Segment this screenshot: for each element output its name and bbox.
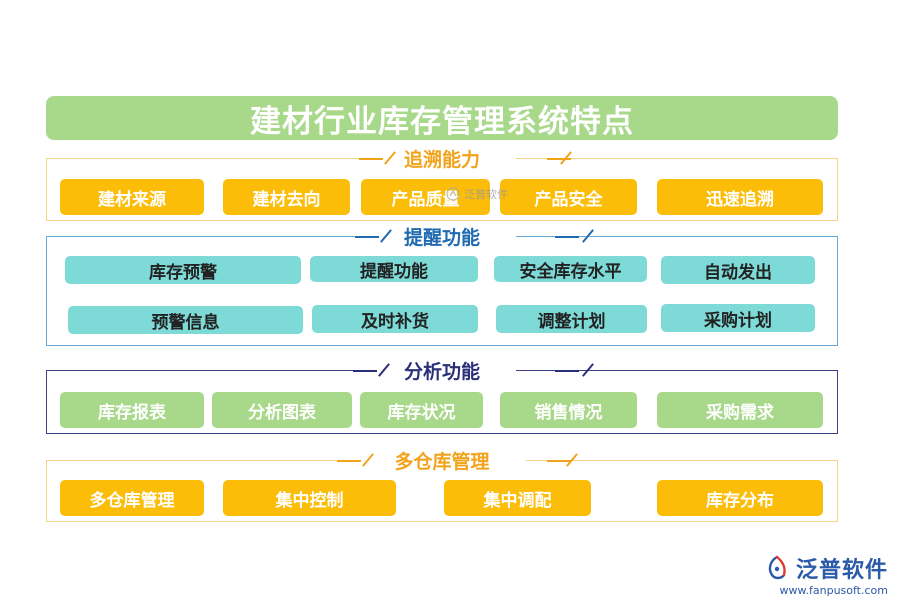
section-title: 追溯能力 — [367, 144, 516, 172]
section-title-row: 提醒功能 — [47, 222, 837, 250]
item-inventory-status: 库存状况 — [360, 392, 483, 428]
item-centralized-allocation: 集中调配 — [444, 480, 591, 516]
item-centralized-control: 集中控制 — [223, 480, 396, 516]
item-purchase-demand: 采购需求 — [657, 392, 823, 428]
section-title: 提醒功能 — [367, 222, 516, 250]
title-dash-left — [355, 236, 379, 238]
section-analysis: 分析功能 库存报表 分析图表 库存状况 销售情况 采购需求 — [46, 356, 838, 434]
brand-logo-icon — [768, 555, 786, 580]
section-reminder: 提醒功能 库存预警 提醒功能 安全库存水平 自动发出 预警信息 及时补货 调整计… — [46, 222, 838, 346]
item-sales-status: 销售情况 — [500, 392, 637, 428]
item-timely-replenishment: 及时补货 — [312, 305, 478, 333]
item-building-material-source: 建材来源 — [60, 179, 204, 215]
section-title: 多仓库管理 — [358, 446, 526, 474]
brand-url: www.fanpusoft.com — [779, 584, 888, 597]
title-slash-right — [582, 229, 594, 243]
item-multi-warehouse-management: 多仓库管理 — [60, 480, 204, 516]
watermark-logo-icon — [446, 187, 460, 201]
item-analysis-chart: 分析图表 — [212, 392, 352, 428]
brand-logo: 泛普软件 www.fanpusoft.com — [764, 552, 888, 597]
section-title: 分析功能 — [367, 356, 516, 384]
title-dash-left — [353, 370, 377, 372]
section-title-row: 追溯能力 — [47, 144, 837, 172]
item-adjust-plan: 调整计划 — [496, 305, 647, 333]
watermark-text: 泛普软件 — [464, 188, 508, 201]
item-reminder-function: 提醒功能 — [310, 256, 478, 282]
item-inventory-warning: 库存预警 — [65, 256, 301, 284]
item-building-material-destination: 建材去向 — [223, 179, 350, 215]
item-rapid-traceability: 迅速追溯 — [657, 179, 823, 215]
brand-name: 泛普软件 — [795, 558, 888, 583]
title-dash-right — [555, 236, 579, 238]
item-product-quality: 产品质量 — [361, 179, 490, 215]
item-inventory-distribution: 库存分布 — [657, 480, 823, 516]
item-auto-send: 自动发出 — [661, 256, 815, 284]
title-dash-left — [359, 158, 383, 160]
item-product-safety: 产品安全 — [500, 179, 637, 215]
item-inventory-report: 库存报表 — [60, 392, 204, 428]
item-purchase-plan: 采购计划 — [661, 304, 815, 332]
item-safety-stock-level: 安全库存水平 — [494, 256, 647, 282]
item-warning-info: 预警信息 — [68, 306, 303, 334]
section-multi-warehouse: 多仓库管理 多仓库管理 集中控制 集中调配 库存分布 — [46, 446, 838, 522]
section-traceability: 追溯能力 建材来源 建材去向 产品质量 产品安全 迅速追溯 — [46, 144, 838, 221]
section-title-row: 多仓库管理 — [47, 446, 837, 474]
watermark: 泛普软件 — [446, 186, 508, 202]
title-slash-right — [582, 363, 594, 377]
title-dash-right — [555, 370, 579, 372]
title-dash-left — [337, 460, 361, 462]
title-dash-right — [547, 460, 571, 462]
section-title-row: 分析功能 — [47, 356, 837, 384]
title-dash-right — [547, 158, 571, 160]
diagram-title: 建材行业库存管理系统特点 — [46, 96, 838, 140]
